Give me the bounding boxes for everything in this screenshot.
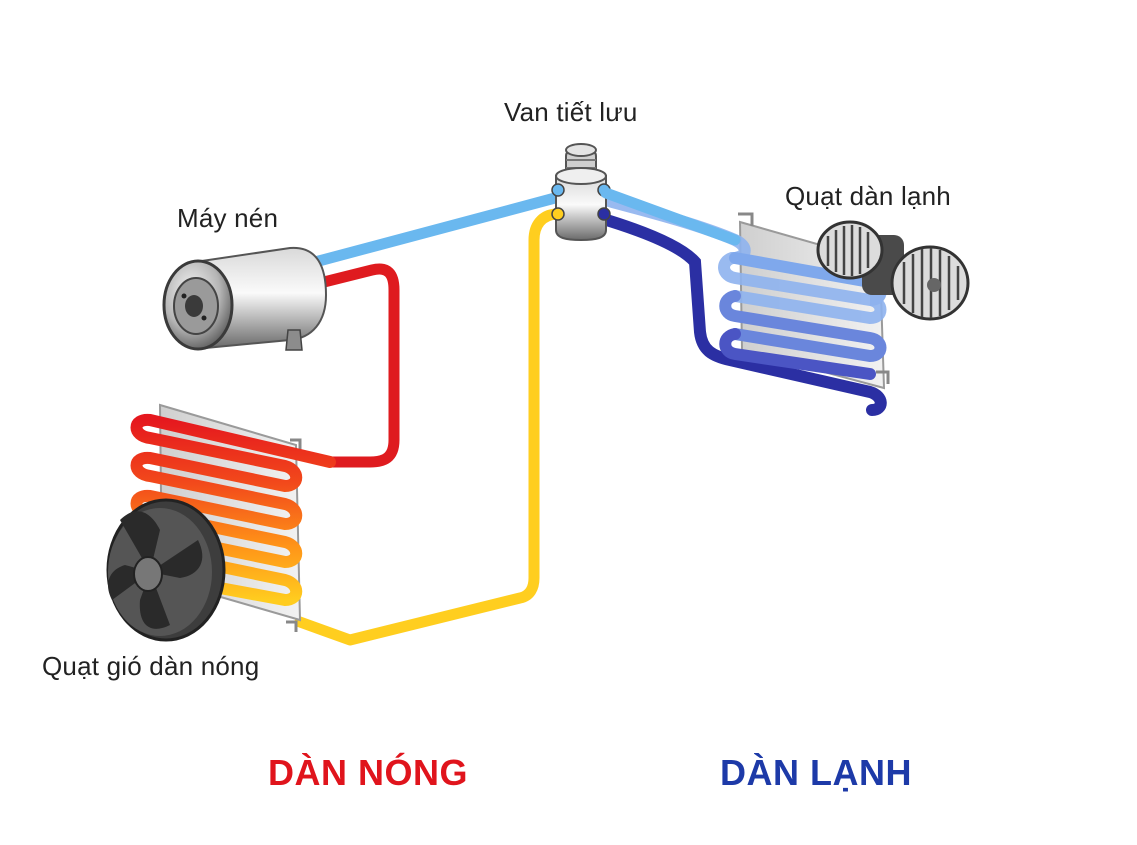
condenser-fan-label: Quạt gió dàn nóng — [42, 651, 260, 681]
expansion-valve-icon — [551, 143, 611, 242]
hot-side-title: DÀN NÓNG — [268, 752, 468, 793]
liquid-pipe — [294, 208, 562, 646]
expansion-valve-label: Van tiết lưu — [504, 97, 638, 127]
evaporator-inlet-pipe — [600, 187, 741, 246]
evaporator-fan-label: Quạt dàn lạnh — [785, 181, 951, 211]
blower-fan-icon — [816, 220, 970, 321]
discharge-pipe — [314, 263, 400, 468]
condenser-fan-icon — [106, 498, 226, 642]
suction-pipe — [309, 192, 561, 268]
compressor-icon — [162, 246, 328, 351]
cold-side-title: DÀN LẠNH — [720, 752, 912, 793]
compressor-label: Máy nén — [177, 203, 279, 233]
